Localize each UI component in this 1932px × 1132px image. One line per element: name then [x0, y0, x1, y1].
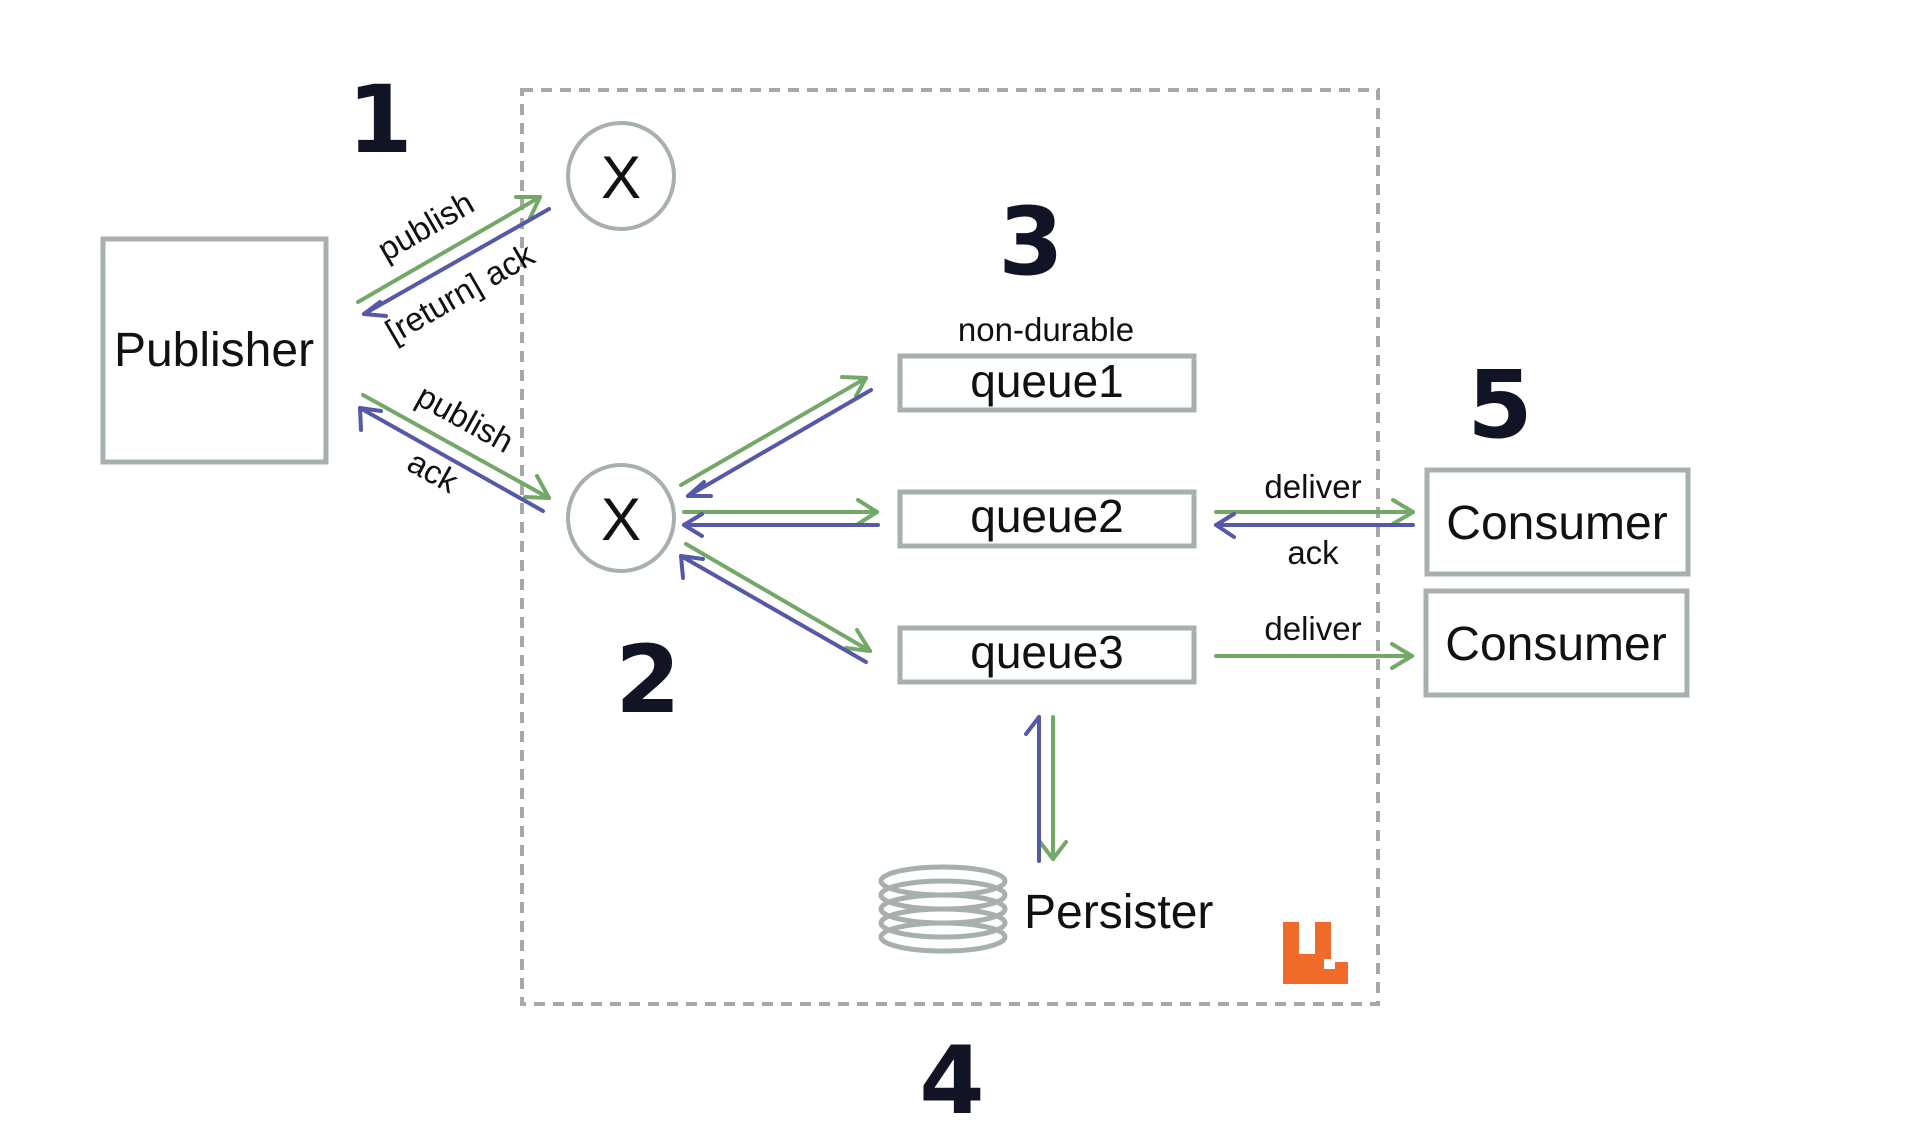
queue2-label: queue2 [970, 490, 1124, 542]
arrow-publish-top [356, 195, 542, 304]
step-2-marker: 2 [615, 626, 680, 735]
queue1-node[interactable]: queue1 [897, 353, 1197, 413]
publisher-label: Publisher [114, 324, 314, 377]
consumer1-label: Consumer [1446, 497, 1667, 550]
arrow-ack-main [358, 406, 545, 513]
exchange-main-label: X [601, 486, 641, 553]
label-deliver-q3: deliver [1264, 610, 1361, 647]
queue3-node[interactable]: queue3 [897, 625, 1197, 685]
queue3-label: queue3 [970, 626, 1124, 678]
arrow-exchange-queue3 [679, 542, 872, 664]
arrow-persist [1024, 715, 1068, 863]
consumer2-label: Consumer [1445, 618, 1666, 671]
arrow-publish-main [361, 393, 551, 500]
step-1-marker: 1 [347, 66, 412, 175]
arrow-return-ack [362, 207, 551, 318]
rabbitmq-logo [1283, 922, 1348, 984]
label-ack-main: ack [402, 443, 465, 500]
arrow-exchange-queue2 [682, 498, 880, 538]
label-deliver-q2: deliver [1264, 468, 1361, 505]
arrow-deliver-q3 [1214, 642, 1414, 670]
queue1-tag: non-durable [958, 311, 1134, 348]
arrow-exchange-queue1 [679, 375, 873, 498]
publisher-node[interactable]: Publisher [100, 236, 329, 465]
step-5-marker: 5 [1467, 351, 1532, 460]
exchange-main-node[interactable]: X [566, 463, 676, 573]
disk-coil-icon [878, 864, 1008, 954]
queue2-node[interactable]: queue2 [897, 489, 1197, 549]
arrow-deliver-q2 [1214, 498, 1415, 526]
exchange-top-node[interactable]: X [566, 121, 676, 231]
exchange-top-label: X [601, 144, 641, 211]
label-ack-q2: ack [1287, 534, 1339, 571]
step-4-marker: 4 [919, 1027, 984, 1132]
consumer2-node[interactable]: Consumer [1423, 588, 1690, 698]
persister-label: Persister [1024, 886, 1213, 939]
consumer1-node[interactable]: Consumer [1424, 467, 1691, 577]
step-3-marker: 3 [998, 188, 1063, 297]
queue1-label: queue1 [970, 355, 1124, 407]
arrow-ack-q2 [1214, 512, 1415, 539]
broker-boundary [520, 88, 1380, 1006]
